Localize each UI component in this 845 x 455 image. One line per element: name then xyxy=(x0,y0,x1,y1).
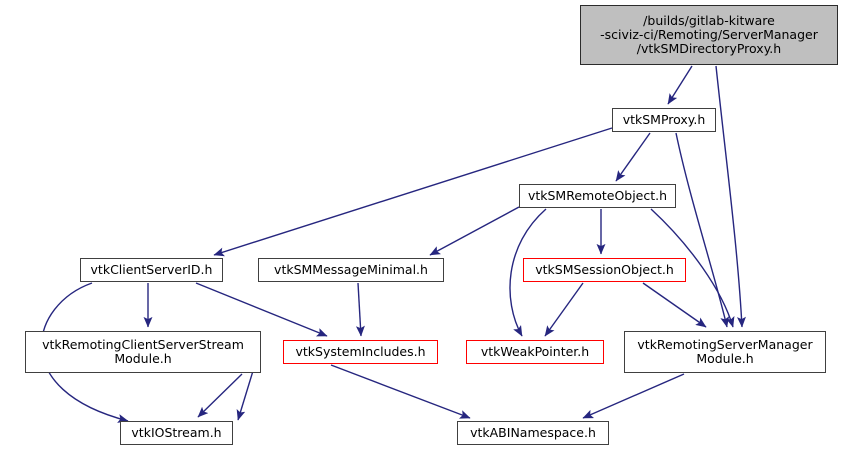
edge-vtkRemotingClientServerStreamModule-to-vtkIOStream xyxy=(197,373,243,418)
edge-root-to-vtkSMProxy xyxy=(667,65,693,105)
edge-vtkSMProxy-to-vtkRemotingServerManagerModule xyxy=(675,132,730,328)
node-vtkSMProxy[interactable]: vtkSMProxy.h xyxy=(612,108,716,132)
node-vtkIOStream[interactable]: vtkIOStream.h xyxy=(120,421,233,445)
node-vtkRemotingServerManagerModule[interactable]: vtkRemotingServerManager Module.h xyxy=(624,331,826,373)
edge-vtkClientServerID-to-vtkSystemIncludes xyxy=(195,282,328,337)
node-vtkSMSessionObject[interactable]: vtkSMSessionObject.h xyxy=(523,258,686,282)
edge-vtkSystemIncludes-to-vtkABINamespace xyxy=(330,364,471,419)
node-root[interactable]: /builds/gitlab-kitware -sciviz-ci/Remoti… xyxy=(580,5,838,65)
edge-vtkSMProxy-to-vtkClientServerID xyxy=(213,127,613,257)
edge-vtkRemotingServerManagerModule-to-vtkABINamespace xyxy=(582,373,685,419)
edge-vtkSMRemoteObject-to-vtkRemotingServerManagerModule xyxy=(650,208,735,328)
edge-vtkSMRemoteObject-to-vtkWeakPointer xyxy=(509,208,547,337)
node-vtkSMRemoteObject[interactable]: vtkSMRemoteObject.h xyxy=(519,184,676,208)
edge-vtkSMSessionObject-to-vtkRemotingServerManagerModule xyxy=(642,282,707,328)
edge-vtkSMMessageMinimal-to-vtkSystemIncludes xyxy=(355,282,365,337)
node-vtkSMMessageMinimal[interactable]: vtkSMMessageMinimal.h xyxy=(258,258,444,282)
node-vtkABINamespace[interactable]: vtkABINamespace.h xyxy=(457,421,609,445)
node-vtkWeakPointer[interactable]: vtkWeakPointer.h xyxy=(466,340,604,364)
node-vtkSystemIncludes[interactable]: vtkSystemIncludes.h xyxy=(283,340,438,364)
edge-vtkSMRemoteObject-to-vtkSMMessageMinimal xyxy=(429,206,520,256)
node-vtkRemotingClientServerStreamModule[interactable]: vtkRemotingClientServerStream Module.h xyxy=(25,331,261,373)
edge-root-to-vtkRemotingServerManagerModule xyxy=(715,65,746,328)
node-vtkClientServerID[interactable]: vtkClientServerID.h xyxy=(80,258,223,282)
edge-vtkSMProxy-to-vtkSMRemoteObject xyxy=(615,132,651,182)
edge-vtkSMSessionObject-to-vtkWeakPointer xyxy=(544,282,584,337)
